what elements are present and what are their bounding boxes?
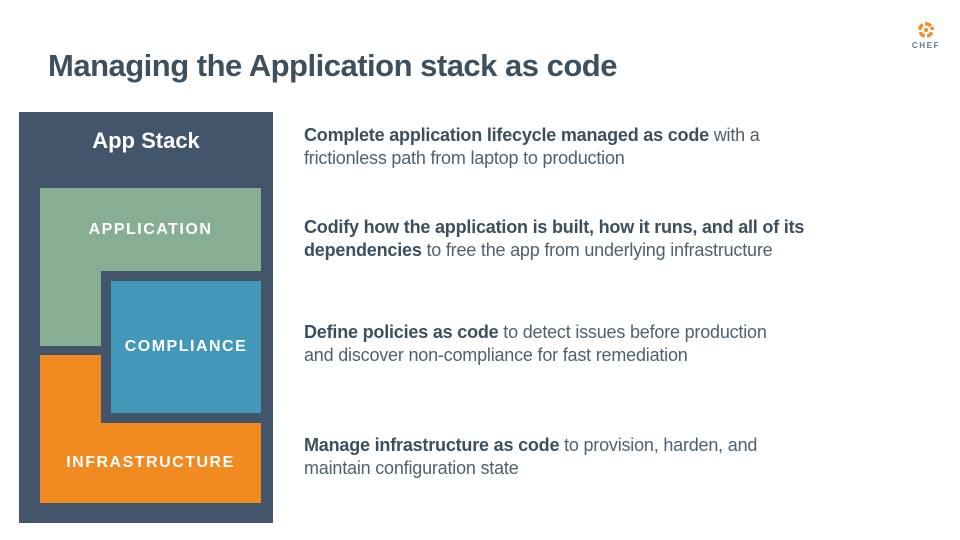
chef-logo-icon bbox=[918, 22, 934, 38]
point-rest-text: to detect issues before production bbox=[498, 322, 767, 342]
point-line: Define policies as code to detect issues… bbox=[304, 321, 934, 344]
layer-infrastructure-label: INFRASTRUCTURE bbox=[66, 454, 235, 471]
point-rest-text: and discover non-compliance for fast rem… bbox=[304, 345, 688, 365]
point-rest-text: frictionless path from laptop to product… bbox=[304, 148, 625, 168]
point-define-policies: Define policies as code to detect issues… bbox=[304, 321, 934, 367]
chef-logo-text: CHEF bbox=[911, 41, 941, 50]
chef-logo: CHEF bbox=[903, 21, 949, 50]
point-rest-text: with a bbox=[708, 125, 760, 145]
point-rest-text: to provision, harden, and bbox=[559, 435, 758, 455]
point-bold-text: Codify how the application is built, how… bbox=[304, 217, 805, 237]
layer-compliance: COMPLIANCE bbox=[101, 271, 261, 423]
layer-compliance-label: COMPLIANCE bbox=[124, 338, 248, 355]
point-line: Manage infrastructure as code to provisi… bbox=[304, 434, 934, 457]
point-line: maintain configuration state bbox=[304, 457, 934, 480]
layer-infrastructure-strip: INFRASTRUCTURE bbox=[40, 423, 261, 503]
point-rest-text: maintain configuration state bbox=[304, 458, 519, 478]
point-line: Complete application lifecycle managed a… bbox=[304, 124, 934, 147]
point-bold-text: Define policies as code bbox=[304, 322, 499, 342]
point-manage-infrastructure: Manage infrastructure as code to provisi… bbox=[304, 434, 934, 480]
point-bold-text: Manage infrastructure as code bbox=[304, 435, 560, 455]
point-line: dependencies to free the app from underl… bbox=[304, 239, 934, 262]
app-stack-title: App Stack bbox=[92, 128, 200, 153]
point-codify-application: Codify how the application is built, how… bbox=[304, 216, 934, 262]
layer-application-label: APPLICATION bbox=[88, 220, 213, 238]
point-bold-text: dependencies bbox=[304, 240, 422, 260]
layer-application-strip: APPLICATION bbox=[40, 188, 261, 271]
app-stack-panel: App Stack APPLICATION INFRASTRUCTURE COM… bbox=[19, 112, 273, 523]
point-bold-text: Complete application lifecycle managed a… bbox=[304, 125, 709, 145]
point-complete-lifecycle: Complete application lifecycle managed a… bbox=[304, 124, 934, 170]
page-title: Managing the Application stack as code bbox=[48, 48, 617, 83]
point-line: frictionless path from laptop to product… bbox=[304, 147, 934, 170]
point-line: and discover non-compliance for fast rem… bbox=[304, 344, 934, 367]
point-rest-text: to free the app from underlying infrastr… bbox=[421, 240, 773, 260]
point-line: Codify how the application is built, how… bbox=[304, 216, 934, 239]
